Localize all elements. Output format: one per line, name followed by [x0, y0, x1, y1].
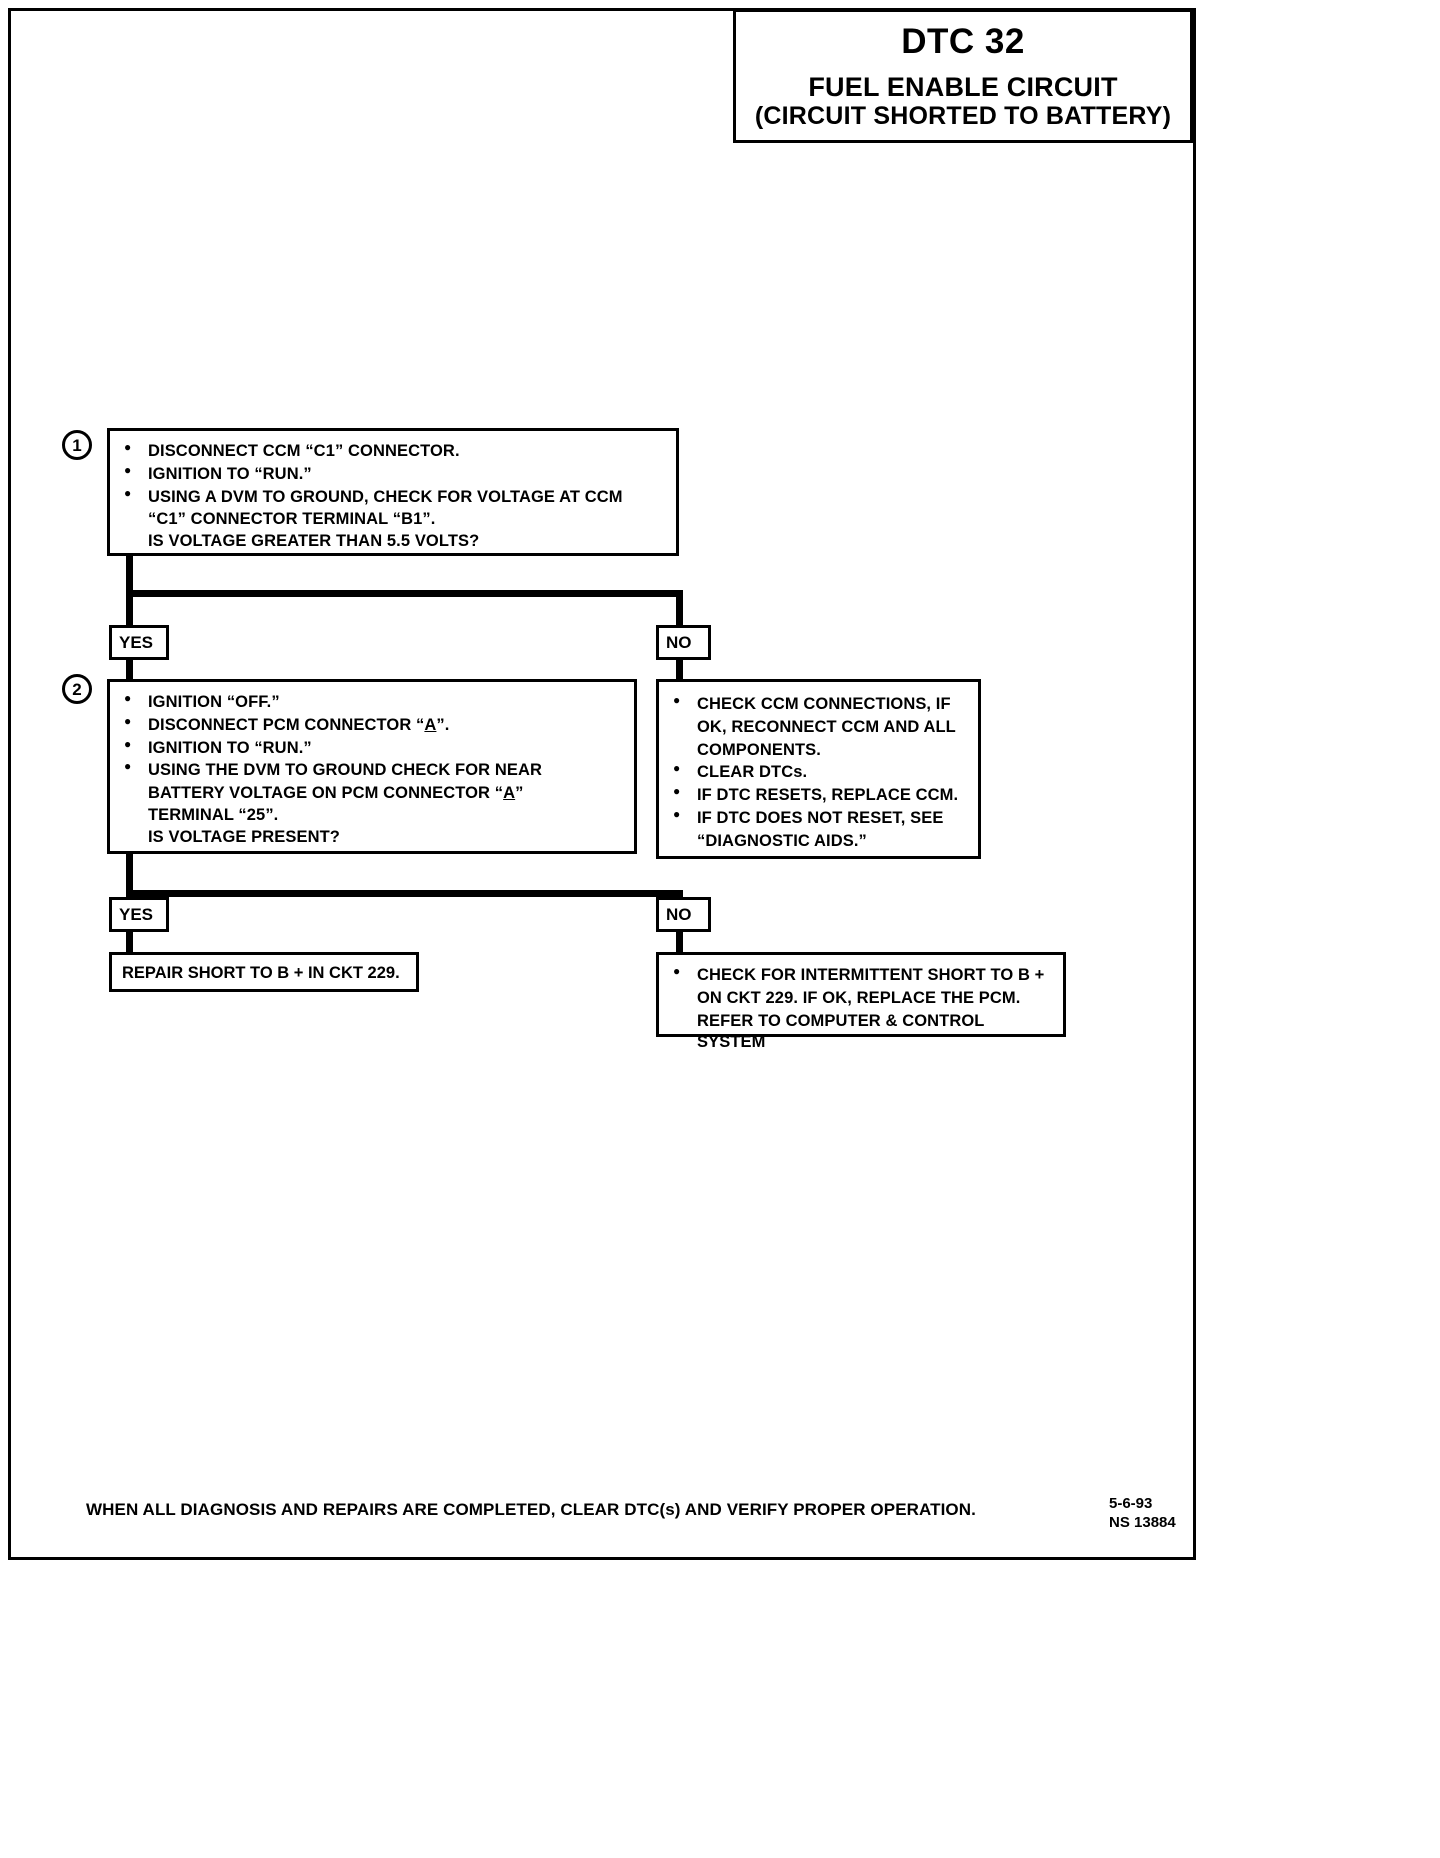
list-item: USING A DVM TO GROUND, CHECK FOR VOLTAGE…	[118, 486, 668, 509]
connector-step2-horizontal	[126, 890, 683, 897]
step-2-box: IGNITION “OFF.” DISCONNECT PCM CONNECTOR…	[107, 679, 637, 854]
list-item: IGNITION “OFF.”	[118, 691, 626, 714]
list-item: DISCONNECT CCM “C1” CONNECTOR.	[118, 440, 668, 463]
diagnostic-flowchart: 1 DISCONNECT CCM “C1” CONNECTOR. IGNITIO…	[11, 11, 1193, 1557]
step-2-cont-2: TERMINAL “25”.	[148, 805, 279, 824]
yes-branch-2-box: REPAIR SHORT TO B + IN CKT 229.	[109, 952, 419, 992]
list-item-cont: ON CKT 229. IF OK, REPLACE THE PCM.	[697, 988, 1021, 1007]
no-branch-1-box: CHECK CCM CONNECTIONS, IF OK, RECONNECT …	[656, 679, 981, 859]
step-2-bullets: IGNITION “OFF.” DISCONNECT PCM CONNECTOR…	[118, 691, 626, 782]
doc-number: NS 13884	[1109, 1513, 1176, 1531]
connector-yes2-to-result	[126, 931, 133, 955]
dtc-code: DTC 32	[901, 22, 1025, 61]
list-item: IGNITION TO “RUN.”	[118, 737, 626, 760]
list-item: IGNITION TO “RUN.”	[118, 463, 668, 486]
connector-step1-down	[126, 556, 133, 596]
list-item: CHECK FOR INTERMITTENT SHORT TO B +	[667, 964, 1055, 987]
list-item: DISCONNECT PCM CONNECTOR “A”.	[118, 714, 626, 737]
circuit-title: FUEL ENABLE CIRCUIT	[808, 72, 1118, 102]
step-number-2: 2	[62, 674, 92, 704]
branch-no-2[interactable]: NO	[656, 897, 711, 932]
list-item: IF DTC RESETS, REPLACE CCM.	[667, 784, 970, 807]
yes-branch-2-text: REPAIR SHORT TO B + IN CKT 229.	[122, 964, 400, 982]
no-branch-2-box: CHECK FOR INTERMITTENT SHORT TO B + ON C…	[656, 952, 1066, 1051]
list-item: IF DTC DOES NOT RESET, SEE	[667, 807, 970, 830]
footer-note: WHEN ALL DIAGNOSIS AND REPAIRS ARE COMPL…	[86, 1500, 976, 1519]
list-item: CLEAR DTCs.	[667, 761, 970, 784]
connector-a-underlined: A	[424, 715, 437, 734]
connector-a-underlined: A	[503, 784, 516, 803]
branch-yes-2[interactable]: YES	[109, 897, 169, 932]
connector-step2-down	[126, 854, 133, 896]
connector-no1-down	[676, 596, 683, 626]
circuit-subtitle: (CIRCUIT SHORTED TO BATTERY)	[754, 102, 1172, 131]
revision-date: 5-6-93	[1109, 1495, 1153, 1512]
list-item-cont: COMPONENTS.	[697, 740, 821, 759]
list-item-cont: “DIAGNOSTIC AIDS.”	[697, 831, 867, 850]
branch-no-1[interactable]: NO	[656, 625, 711, 660]
step-1-box: DISCONNECT CCM “C1” CONNECTOR. IGNITION …	[107, 428, 679, 556]
connector-no2-to-result	[676, 931, 683, 955]
manual-page: DTC 32 FUEL ENABLE CIRCUIT (CIRCUIT SHOR…	[8, 8, 1196, 1560]
connector-yes1-down	[126, 596, 133, 626]
list-item: USING THE DVM TO GROUND CHECK FOR NEAR	[118, 759, 626, 782]
step-1-bullets: DISCONNECT CCM “C1” CONNECTOR. IGNITION …	[118, 440, 668, 509]
page-header: DTC 32 FUEL ENABLE CIRCUIT (CIRCUIT SHOR…	[733, 8, 1193, 143]
list-item-cont: REFER TO COMPUTER & CONTROL SYSTEM	[697, 1011, 985, 1052]
list-item: CHECK CCM CONNECTIONS, IF	[667, 693, 970, 716]
connector-no1-to-box	[676, 659, 683, 682]
step-1-cont-1: “C1” CONNECTOR TERMINAL “B1”.	[148, 510, 436, 529]
step-2-question: IS VOLTAGE PRESENT?	[148, 827, 340, 846]
step-1-question: IS VOLTAGE GREATER THAN 5.5 VOLTS?	[148, 532, 480, 551]
no-branch-2-bullets: CHECK FOR INTERMITTENT SHORT TO B + ON C…	[667, 964, 1055, 1054]
list-item-cont: OK, RECONNECT CCM AND ALL	[697, 717, 956, 736]
step-2-cont-1: BATTERY VOLTAGE ON PCM CONNECTOR “A”	[148, 784, 524, 803]
no-branch-1-bullets: CHECK CCM CONNECTIONS, IF OK, RECONNECT …	[667, 693, 970, 852]
connector-yes1-to-step2	[126, 659, 133, 682]
step-number-1: 1	[62, 430, 92, 460]
branch-yes-1[interactable]: YES	[109, 625, 169, 660]
connector-step1-horizontal	[126, 590, 683, 597]
document-id: 5-6-93 NS 13884	[1109, 1495, 1176, 1533]
